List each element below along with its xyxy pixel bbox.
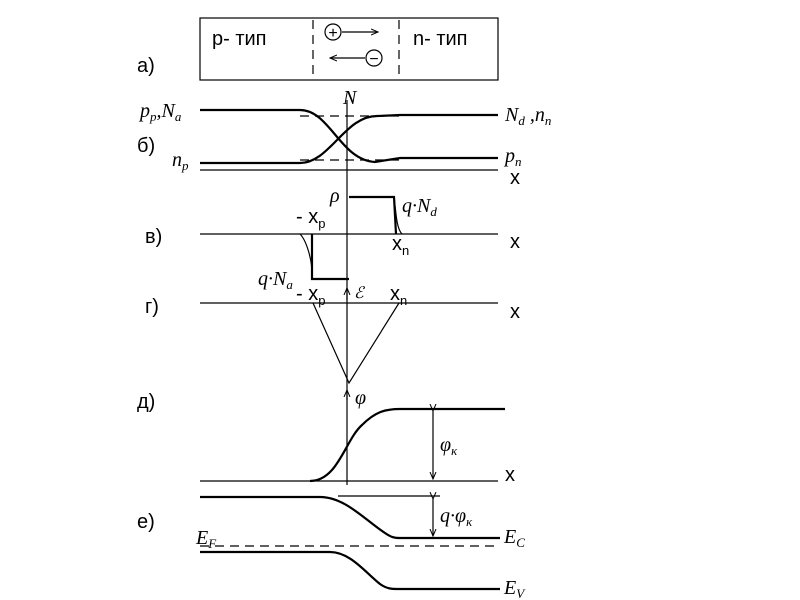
band-diagram-panel: q·φк EF EC EV: [195, 496, 526, 600]
svg-text:q·φк: q·φк: [440, 505, 473, 529]
svg-text:EF: EF: [195, 527, 217, 551]
charge-density-panel: ρ q·Nd - xp xn q·Na x: [200, 185, 520, 292]
phi-label: φ: [355, 387, 366, 409]
concentration-panel: pp,Na N Nd ,nn np pn x: [138, 87, 551, 485]
plus-sign: +: [328, 25, 337, 42]
nn-curve: [200, 113, 498, 165]
svg-text:pn: pn: [503, 145, 522, 169]
svg-text:xn: xn: [392, 233, 409, 258]
row-label-a: а): [137, 55, 155, 77]
svg-text:EC: EC: [503, 526, 525, 550]
negative-charge-block: [310, 234, 349, 281]
potential-panel: φ φк x: [200, 387, 515, 486]
svg-text:q·Nd: q·Nd: [402, 195, 437, 219]
negative-charge-icon: [365, 49, 383, 67]
conduction-band-curve: [200, 495, 500, 540]
svg-text:EV: EV: [503, 577, 526, 600]
x-label-d: x: [505, 464, 515, 486]
minus-sign: −: [369, 51, 378, 68]
svg-text:- xp: - xp: [296, 206, 325, 231]
x-label-g: x: [510, 301, 520, 323]
row-label-d: д): [137, 391, 155, 413]
positive-charge-block: [349, 195, 398, 235]
svg-text:- xp: - xp: [296, 283, 325, 308]
row-label-g: г): [145, 296, 159, 318]
svg-text:Nd ,nn: Nd ,nn: [504, 104, 551, 128]
n-top-label: N: [342, 87, 358, 109]
n-type-label: n- тип: [413, 28, 468, 50]
valence-band-curve: [200, 550, 500, 591]
field-triangle: [312, 302, 400, 385]
x-label-v: x: [510, 231, 520, 253]
electric-field-panel: - xp ℰ xn x: [200, 283, 520, 385]
field-label: ℰ: [354, 285, 366, 302]
potential-curve: [309, 407, 505, 483]
rho-label: ρ: [329, 185, 340, 207]
svg-text:np: np: [172, 149, 189, 173]
positive-charge-icon: [324, 23, 342, 41]
row-label-e: е): [137, 511, 155, 533]
pp-curve: [200, 108, 498, 164]
row-label-b: б): [137, 135, 155, 157]
p-type-label: p- тип: [212, 28, 267, 50]
svg-text:xn: xn: [390, 283, 407, 308]
svg-text:q·Na: q·Na: [258, 268, 293, 292]
svg-text:φк: φк: [440, 434, 458, 458]
row-label-v: в): [145, 226, 162, 248]
svg-text:pp,Na: pp,Na: [138, 100, 182, 124]
junction-box: p- тип n- тип + −: [199, 17, 499, 81]
x-label-b: x: [510, 167, 520, 189]
